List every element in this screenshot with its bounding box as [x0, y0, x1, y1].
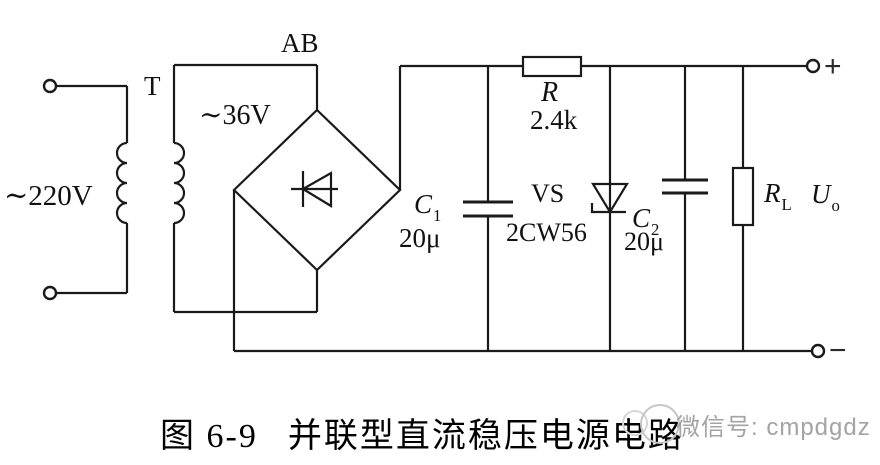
uo-label: Uo [811, 179, 840, 216]
vs-label: VS [531, 179, 565, 208]
terminals [42, 58, 826, 359]
rl-body [731, 166, 755, 227]
c2-label: C2 [632, 203, 660, 240]
dc-rails [232, 64, 812, 353]
r-label: R [541, 77, 559, 108]
figure-caption: 图 6-9 并联型直流稳压电源电路 [160, 408, 684, 457]
transformer [115, 141, 186, 225]
r-value-label: 2.4k [530, 105, 578, 135]
figure-title: 并联型直流稳压电源电路 [287, 418, 684, 455]
zener-diode-vs [590, 66, 629, 351]
dc-output-positive-terminal [805, 58, 821, 74]
capacitor-c1 [463, 66, 513, 351]
watermark-text: 微信号: cmpdgdz [676, 414, 871, 441]
bridge-diode-triangle [300, 171, 333, 208]
c1-label: C1 [414, 189, 442, 226]
vs-model-label: 2CW56 [506, 218, 587, 247]
bridge-rectifier [232, 108, 402, 272]
resistor-r-body [521, 55, 583, 78]
zener-triangle [591, 182, 629, 215]
primary-voltage-label: ∼220V [4, 180, 93, 212]
ac-input-bottom-terminal [42, 285, 58, 301]
watermark-circle [640, 404, 680, 444]
secondary-voltage-label: ∼36V [199, 100, 271, 131]
transformer-secondary-coil [173, 141, 186, 225]
bridge-diamond [232, 108, 402, 272]
transformer-primary-coil [115, 141, 128, 225]
secondary-wiring [172, 63, 319, 314]
ac-input-wiring [56, 84, 129, 295]
load-resistor-rl [731, 66, 755, 351]
c1-value-label: 20μ [399, 223, 441, 253]
minus-sign: − [829, 334, 847, 367]
capacitor-c2 [662, 66, 708, 351]
zener-cathode-bar [590, 203, 626, 214]
transformer-label: T [144, 71, 161, 101]
dc-output-negative-terminal [810, 343, 826, 359]
rl-label: RL [764, 178, 792, 215]
plus-sign: + [824, 50, 842, 83]
ac-input-top-terminal [42, 78, 58, 94]
figure-number: 图 6-9 [160, 418, 258, 455]
c2-value-label: 20μ [624, 227, 664, 256]
node-ab-label: AB [281, 28, 319, 58]
